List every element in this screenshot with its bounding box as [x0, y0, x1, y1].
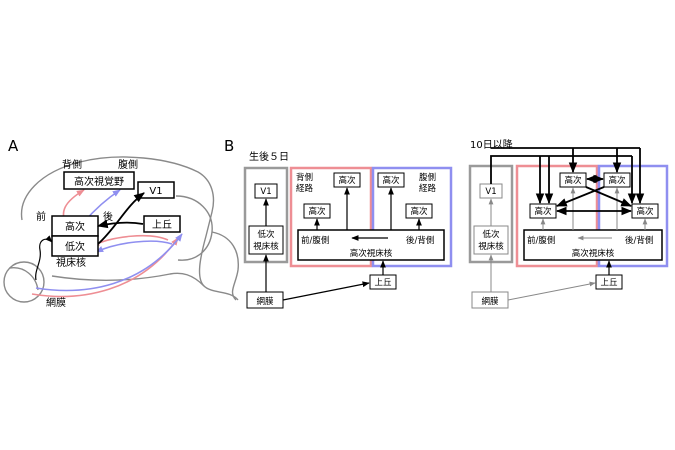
left-label-ventral-1: 腹側: [419, 172, 436, 183]
left-box-higher-2: [377, 172, 405, 188]
eye-outline: [3, 261, 45, 303]
right-label-higher-3: 高次: [534, 206, 552, 217]
left-label-v1: V1: [260, 187, 271, 197]
left-label-higher-2: 高次: [382, 175, 400, 186]
right-label-higher-1: 高次: [564, 175, 582, 186]
label-thalamus: 視床核: [56, 256, 86, 269]
right-label-sc: 上丘: [600, 278, 618, 288]
brain-outline: [20, 156, 239, 301]
label-higher: 高次: [65, 220, 85, 233]
right-label-anterior-ventral: 前/腹側: [527, 235, 555, 246]
left-label-dorsal-2: 経路: [296, 183, 314, 194]
box-v1: [137, 181, 175, 199]
panel-b-left: B 生後５日 V1 低次 視床核 背側 経路 腹側 経路 高次 高次 高次 高次…: [224, 137, 453, 309]
right-arrow-retina-sc: [507, 281, 596, 301]
label-dorsal: 背側: [62, 158, 82, 171]
right-label-posterior-dorsal: 後/背側: [625, 235, 653, 246]
left-label-sc: 上丘: [374, 278, 392, 288]
left-label-higher-3: 高次: [308, 206, 326, 217]
label-anterior: 前: [36, 210, 46, 223]
left-label-retina: 網膜: [256, 296, 274, 307]
left-box-lower-thalamus: [248, 225, 284, 255]
right-box-higher-thalamus: [523, 229, 663, 261]
right-title: 10日以降: [470, 138, 513, 151]
eye-lens: [9, 267, 39, 291]
brain-underside: [51, 272, 205, 287]
right-label-higher-thalamus: 高次視床核: [572, 248, 615, 259]
label-retina: 網膜: [46, 296, 66, 309]
left-label-lower-1: 低次: [257, 229, 275, 240]
left-label-anterior-ventral: 前/腹側: [301, 235, 329, 246]
box-lower: [51, 235, 99, 257]
right-label-v1: V1: [485, 187, 496, 197]
right-higher2-to-higher3: [555, 186, 605, 207]
sc-to-lower-blue: [95, 240, 173, 253]
left-arrow-retina-sc: [282, 281, 370, 301]
left-label-posterior-dorsal: 後/背側: [406, 235, 434, 246]
left-box-higher-4: [405, 203, 433, 219]
label-posterior: 後: [103, 210, 113, 223]
label-lower: 低次: [65, 240, 85, 253]
brain-brainstem: [211, 231, 239, 301]
left-label-ventral-2: 経路: [419, 183, 437, 194]
right-label-lower-1: 低次: [482, 229, 500, 240]
retina-to-sc-blue: [35, 233, 183, 292]
label-v1: V1: [149, 186, 162, 197]
panel-a: A 背側 腹側 高次視覚野 V1 前 後 高次 低次 上丘 視床核 網膜: [3, 137, 239, 309]
label-superior-colliculus: 上丘: [152, 219, 172, 231]
label-ventral: 腹側: [118, 158, 138, 171]
right-label-higher-4: 高次: [636, 206, 654, 217]
left-frame-blue: [371, 166, 453, 268]
panel-a-letter: A: [8, 137, 19, 155]
right-label-lower-2: 視床核: [478, 241, 504, 252]
left-box-higher-thalamus: [297, 229, 445, 261]
left-box-higher-3: [303, 203, 331, 219]
left-title: 生後５日: [249, 150, 289, 163]
right-label-higher-2: 高次: [608, 175, 626, 186]
lower-to-v1-arrow: [97, 192, 145, 245]
left-label-higher-thalamus: 高次視床核: [350, 248, 393, 259]
left-box-higher-1: [333, 172, 361, 188]
right-frame-red: [515, 164, 599, 268]
left-label-higher-4: 高次: [410, 206, 428, 217]
box-superior-colliculus: [143, 215, 181, 233]
right-v1-bus: [490, 155, 632, 184]
box-higher-visual-cortex: [63, 171, 135, 190]
retina-to-lower-arrow: [35, 235, 53, 281]
panel-b-letter: B: [224, 137, 234, 155]
sc-higher-arrow: [96, 219, 144, 229]
left-label-dorsal-1: 背側: [296, 172, 313, 183]
brain-cerebellum: [175, 195, 213, 261]
left-label-lower-2: 視床核: [253, 241, 279, 252]
right-label-retina: 網膜: [481, 296, 499, 307]
left-frame-red: [289, 166, 373, 268]
label-higher-visual-cortex: 高次視覚野: [74, 175, 124, 188]
right-frame-blue: [597, 164, 669, 268]
panel-b-right: 10日以降 V1 低次 視床核 高次 高次 高次 高次 前/腹側 後/背側 高次…: [468, 138, 669, 309]
right-higher1-to-higher4: [585, 186, 632, 207]
left-label-higher-1: 高次: [338, 175, 356, 186]
left-box-v1: [254, 183, 278, 199]
